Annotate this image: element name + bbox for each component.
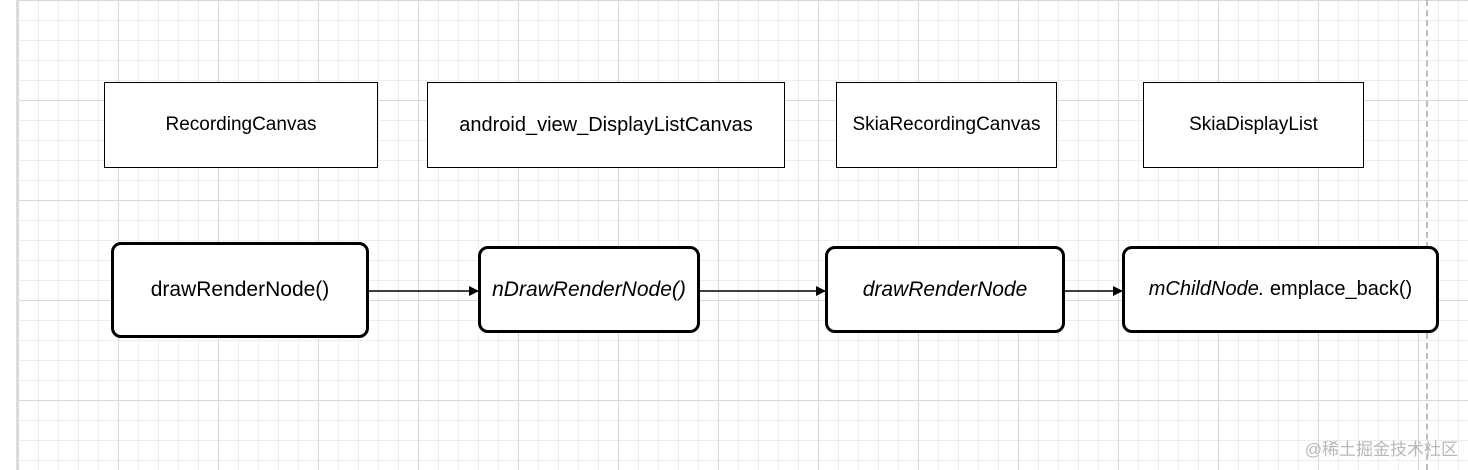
node-label: drawRenderNode()	[150, 278, 330, 301]
class-box-display-list-canvas[interactable]: android_view_DisplayListCanvas	[427, 82, 785, 168]
watermark: @稀土掘金技术社区	[1304, 440, 1458, 459]
class-box-skia-display-list[interactable]: SkiaDisplayList	[1143, 82, 1364, 168]
node-skia-draw-render-node[interactable]: drawRenderNode	[825, 246, 1065, 333]
node-draw-render-node[interactable]: drawRenderNode()	[111, 242, 369, 338]
node-label: nDrawRenderNode()	[492, 277, 686, 301]
node-label-italic-part: mChildNode.	[1148, 278, 1265, 300]
class-box-skia-recording-canvas[interactable]: SkiaRecordingCanvas	[836, 82, 1057, 168]
page-break-line	[1426, 0, 1428, 470]
class-box-recording-canvas[interactable]: RecordingCanvas	[104, 82, 378, 168]
class-label: SkiaRecordingCanvas	[852, 114, 1041, 135]
class-label: RecordingCanvas	[165, 114, 317, 135]
node-label: drawRenderNode	[862, 277, 1028, 301]
node-n-draw-render-node[interactable]: nDrawRenderNode()	[478, 246, 700, 333]
node-label-rest: emplace_back()	[1264, 278, 1413, 300]
node-child-node-emplace-back[interactable]: mChildNode. emplace_back()	[1122, 246, 1439, 333]
canvas-left-edge	[0, 0, 18, 470]
class-label: android_view_DisplayListCanvas	[459, 113, 753, 136]
class-label: SkiaDisplayList	[1189, 114, 1318, 135]
